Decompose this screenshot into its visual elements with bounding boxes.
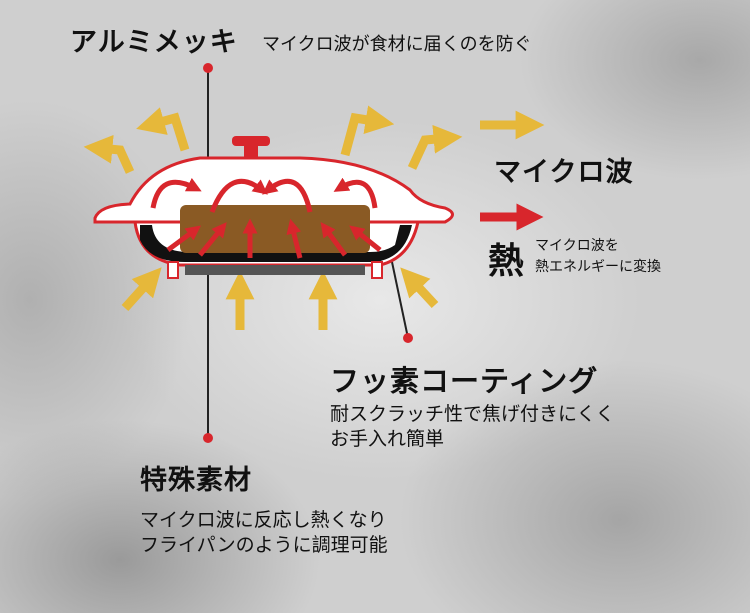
pan bbox=[93, 136, 454, 279]
special-desc-line: フライパンのように調理可能 bbox=[140, 534, 388, 556]
heat-label: 熱 bbox=[488, 241, 525, 282]
microwave-label: マイクロ波 bbox=[494, 157, 634, 188]
heat-desc-line: 熱エネルギーに変換 bbox=[535, 259, 661, 275]
heat-desc: マイクロ波を 熱エネルギーに変換 bbox=[535, 236, 661, 278]
heat-desc-line: マイクロ波を bbox=[535, 238, 619, 254]
microwave-arrows bbox=[83, 105, 545, 330]
special-desc-line: マイクロ波に反応し熱くなり bbox=[140, 509, 387, 531]
fluorine-desc-line: お手入れ簡単 bbox=[330, 428, 445, 450]
special-title: 特殊素材 bbox=[140, 465, 252, 496]
fluorine-desc: 耐スクラッチ性で焦げ付きにくく お手入れ簡単 bbox=[330, 402, 615, 452]
fluorine-desc-line: 耐スクラッチ性で焦げ付きにくく bbox=[330, 403, 615, 425]
special-desc: マイクロ波に反応し熱くなり フライパンのように調理可能 bbox=[140, 508, 388, 558]
fluorine-title: フッ素コーティング bbox=[330, 364, 599, 398]
heat-arrows bbox=[150, 177, 544, 259]
aluminum-desc: マイクロ波が食材に届くのを防ぐ bbox=[262, 34, 532, 55]
aluminum-title: アルミメッキ bbox=[70, 27, 238, 58]
